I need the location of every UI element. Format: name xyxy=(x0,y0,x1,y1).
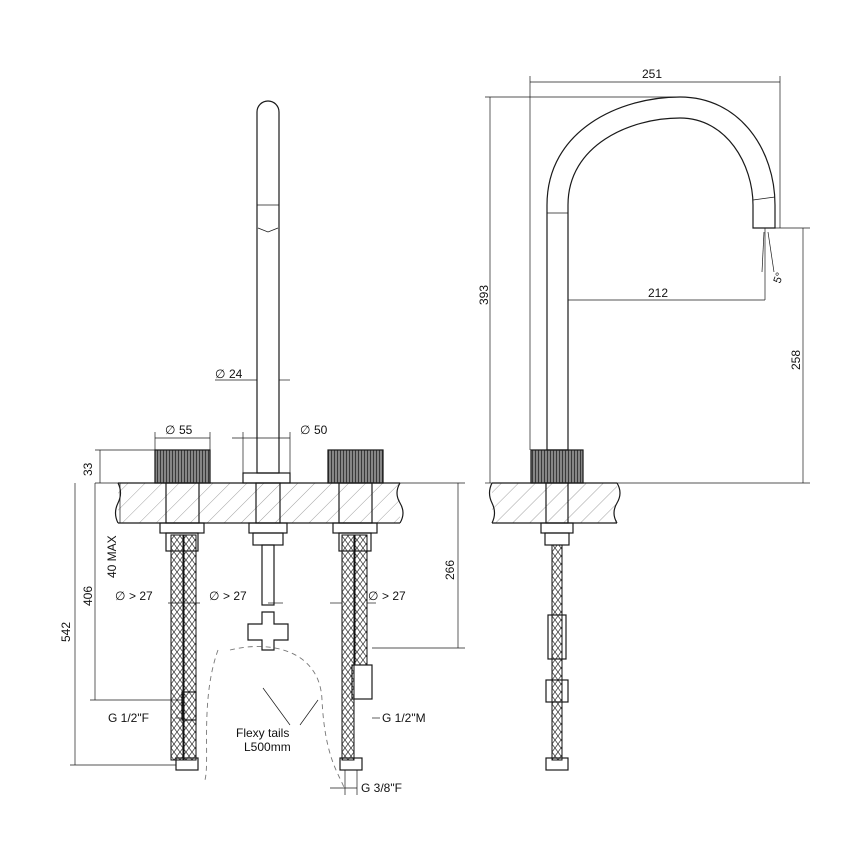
diameter-symbol-base: ∅ xyxy=(300,423,310,437)
right-handle xyxy=(327,449,384,771)
flexy-length-label: L500mm xyxy=(244,740,291,754)
hole-center-label: > 27 xyxy=(223,589,247,603)
total-depth-label: 542 xyxy=(59,622,73,642)
labels: ∅ 24 ∅ 55 ∅ 50 33 40 MAX 406 542 266 ∅ >… xyxy=(59,67,803,795)
flexy-tails-label: Flexy tails xyxy=(236,726,289,740)
diameter-symbol-hole-right: ∅ xyxy=(368,589,378,603)
left-valve-connection-label: G 1/2"F xyxy=(108,711,149,725)
left-handle xyxy=(154,449,211,771)
right-valve-connection-label: G 1/2"M xyxy=(382,711,426,725)
under-counter-depth-label: 406 xyxy=(81,586,95,606)
spout-reach-total-label: 251 xyxy=(642,67,662,81)
counter-thickness-label: 40 MAX xyxy=(105,535,119,578)
spout xyxy=(242,100,291,651)
dimension-lines-front xyxy=(70,379,465,795)
connector-depth-label: 266 xyxy=(443,560,457,580)
handle-height-label: 33 xyxy=(81,462,95,476)
spout-diameter-label: 24 xyxy=(229,367,243,381)
diameter-symbol-handle: ∅ xyxy=(165,423,175,437)
front-view xyxy=(70,100,465,795)
countertop-section-side xyxy=(488,482,621,524)
gooseneck-spout xyxy=(530,96,776,771)
diameter-symbol-hole-center: ∅ xyxy=(209,589,219,603)
countertop-section xyxy=(114,482,404,524)
outlet-height-label: 258 xyxy=(789,350,803,370)
spout-height-label: 393 xyxy=(477,285,491,305)
dimension-lines-side xyxy=(485,76,810,484)
hose-end-connection-label: G 3/8"F xyxy=(361,781,402,795)
diameter-symbol-hole-left: ∅ xyxy=(115,589,125,603)
spout-angle-label: 5° xyxy=(772,271,787,285)
side-view xyxy=(485,76,810,771)
handle-diameter-label: 55 xyxy=(179,423,193,437)
hole-right-label: > 27 xyxy=(382,589,406,603)
diameter-symbol-spout: ∅ xyxy=(215,367,225,381)
base-diameter-label: 50 xyxy=(314,423,328,437)
spout-reach-label: 212 xyxy=(648,286,668,300)
hole-left-label: > 27 xyxy=(129,589,153,603)
